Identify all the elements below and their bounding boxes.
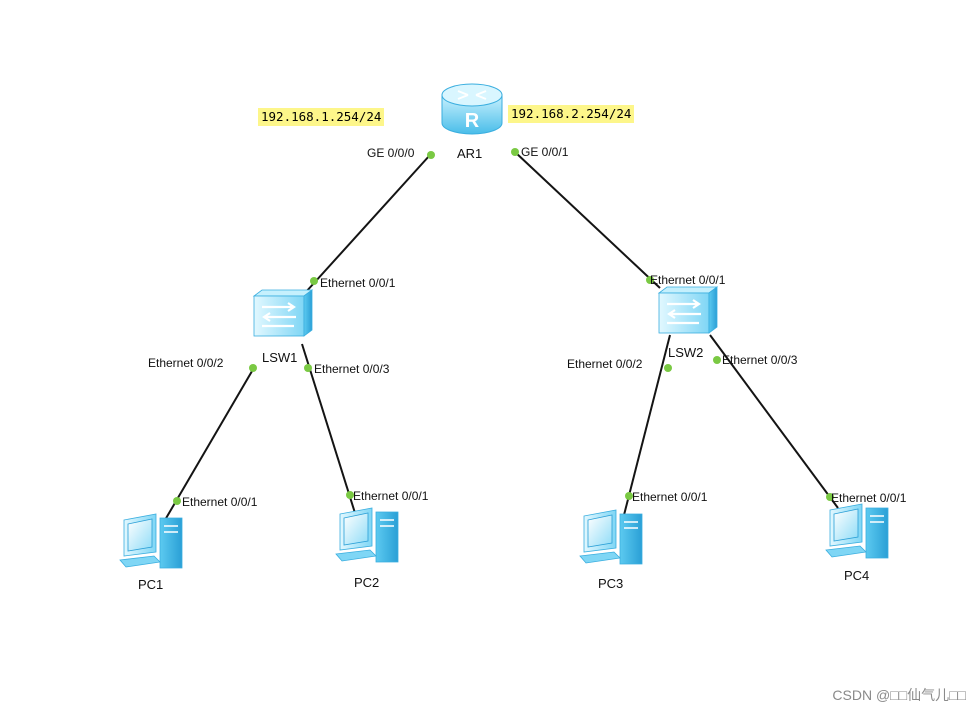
- pc-pc1[interactable]: [119, 513, 183, 569]
- link-lsw1-pc2[interactable]: [301, 343, 356, 514]
- pc-pc4[interactable]: [825, 503, 889, 559]
- port-dot-pc4[interactable]: [826, 493, 834, 501]
- port-label-lsw1-left: Ethernet 0/0/2: [148, 356, 224, 370]
- port-label-ar1-ge001: GE 0/0/1: [521, 145, 569, 159]
- switch-lsw2[interactable]: [657, 286, 719, 334]
- link-lsw2-pc3[interactable]: [623, 334, 671, 516]
- port-dot-lsw1-up[interactable]: [310, 277, 318, 285]
- device-name-lsw2: LSW2: [668, 345, 704, 360]
- switch-icon: [252, 289, 314, 337]
- ip-label-left: 192.168.1.254/24: [258, 108, 385, 126]
- svg-text:R: R: [465, 110, 480, 132]
- pc-icon: [825, 503, 889, 559]
- port-label-pc2: Ethernet 0/0/1: [353, 489, 429, 503]
- port-label-pc4: Ethernet 0/0/1: [831, 491, 907, 505]
- port-dots: [173, 148, 834, 505]
- port-label-lsw1-up: Ethernet 0/0/1: [320, 276, 396, 290]
- port-dot-ar1-ge000[interactable]: [427, 151, 435, 159]
- device-name-pc3: PC3: [598, 576, 624, 591]
- port-dot-pc1[interactable]: [173, 497, 181, 505]
- port-label-lsw2-right: Ethernet 0/0/3: [722, 353, 798, 367]
- pc-pc3[interactable]: [579, 509, 643, 565]
- router-ar1[interactable]: R: [441, 83, 503, 135]
- port-dot-pc3[interactable]: [625, 492, 633, 500]
- device-name-pc1: PC1: [138, 577, 164, 592]
- port-dot-ar1-ge001[interactable]: [511, 148, 519, 156]
- device-name-pc2: PC2: [354, 575, 380, 590]
- link-ar1-lsw2[interactable]: [514, 151, 661, 289]
- port-label-lsw2-left: Ethernet 0/0/2: [567, 357, 643, 371]
- port-label-pc1: Ethernet 0/0/1: [182, 495, 258, 509]
- link-ar1-lsw1[interactable]: [304, 154, 431, 294]
- pc-icon: [579, 509, 643, 565]
- switch-icon: [657, 286, 719, 334]
- port-dot-lsw2-right[interactable]: [713, 356, 721, 364]
- device-name-pc4: PC4: [844, 568, 870, 583]
- watermark: CSDN @□□仙气儿□□: [832, 687, 966, 703]
- pc-icon: [335, 507, 399, 563]
- router-icon: R: [441, 83, 503, 135]
- port-dot-lsw2-left[interactable]: [664, 364, 672, 372]
- port-dot-lsw2-up[interactable]: [646, 276, 654, 284]
- link-lsw1-pc1[interactable]: [164, 365, 256, 521]
- link-lsw2-pc4[interactable]: [709, 334, 839, 509]
- port-label-pc3: Ethernet 0/0/1: [632, 490, 708, 504]
- device-name-ar1: AR1: [457, 146, 483, 161]
- port-label-lsw1-right: Ethernet 0/0/3: [314, 362, 390, 376]
- port-label-lsw2-up: Ethernet 0/0/1: [650, 273, 726, 287]
- switch-lsw1[interactable]: [252, 289, 314, 337]
- port-label-ar1-ge000: GE 0/0/0: [367, 146, 415, 160]
- ip-label-right: 192.168.2.254/24: [508, 105, 635, 123]
- port-dot-lsw1-right[interactable]: [304, 364, 312, 372]
- pc-pc2[interactable]: [335, 507, 399, 563]
- port-dot-pc2[interactable]: [346, 491, 354, 499]
- port-dot-lsw1-left[interactable]: [249, 364, 257, 372]
- device-name-lsw1: LSW1: [262, 350, 298, 365]
- pc-icon: [119, 513, 183, 569]
- links: [164, 151, 839, 521]
